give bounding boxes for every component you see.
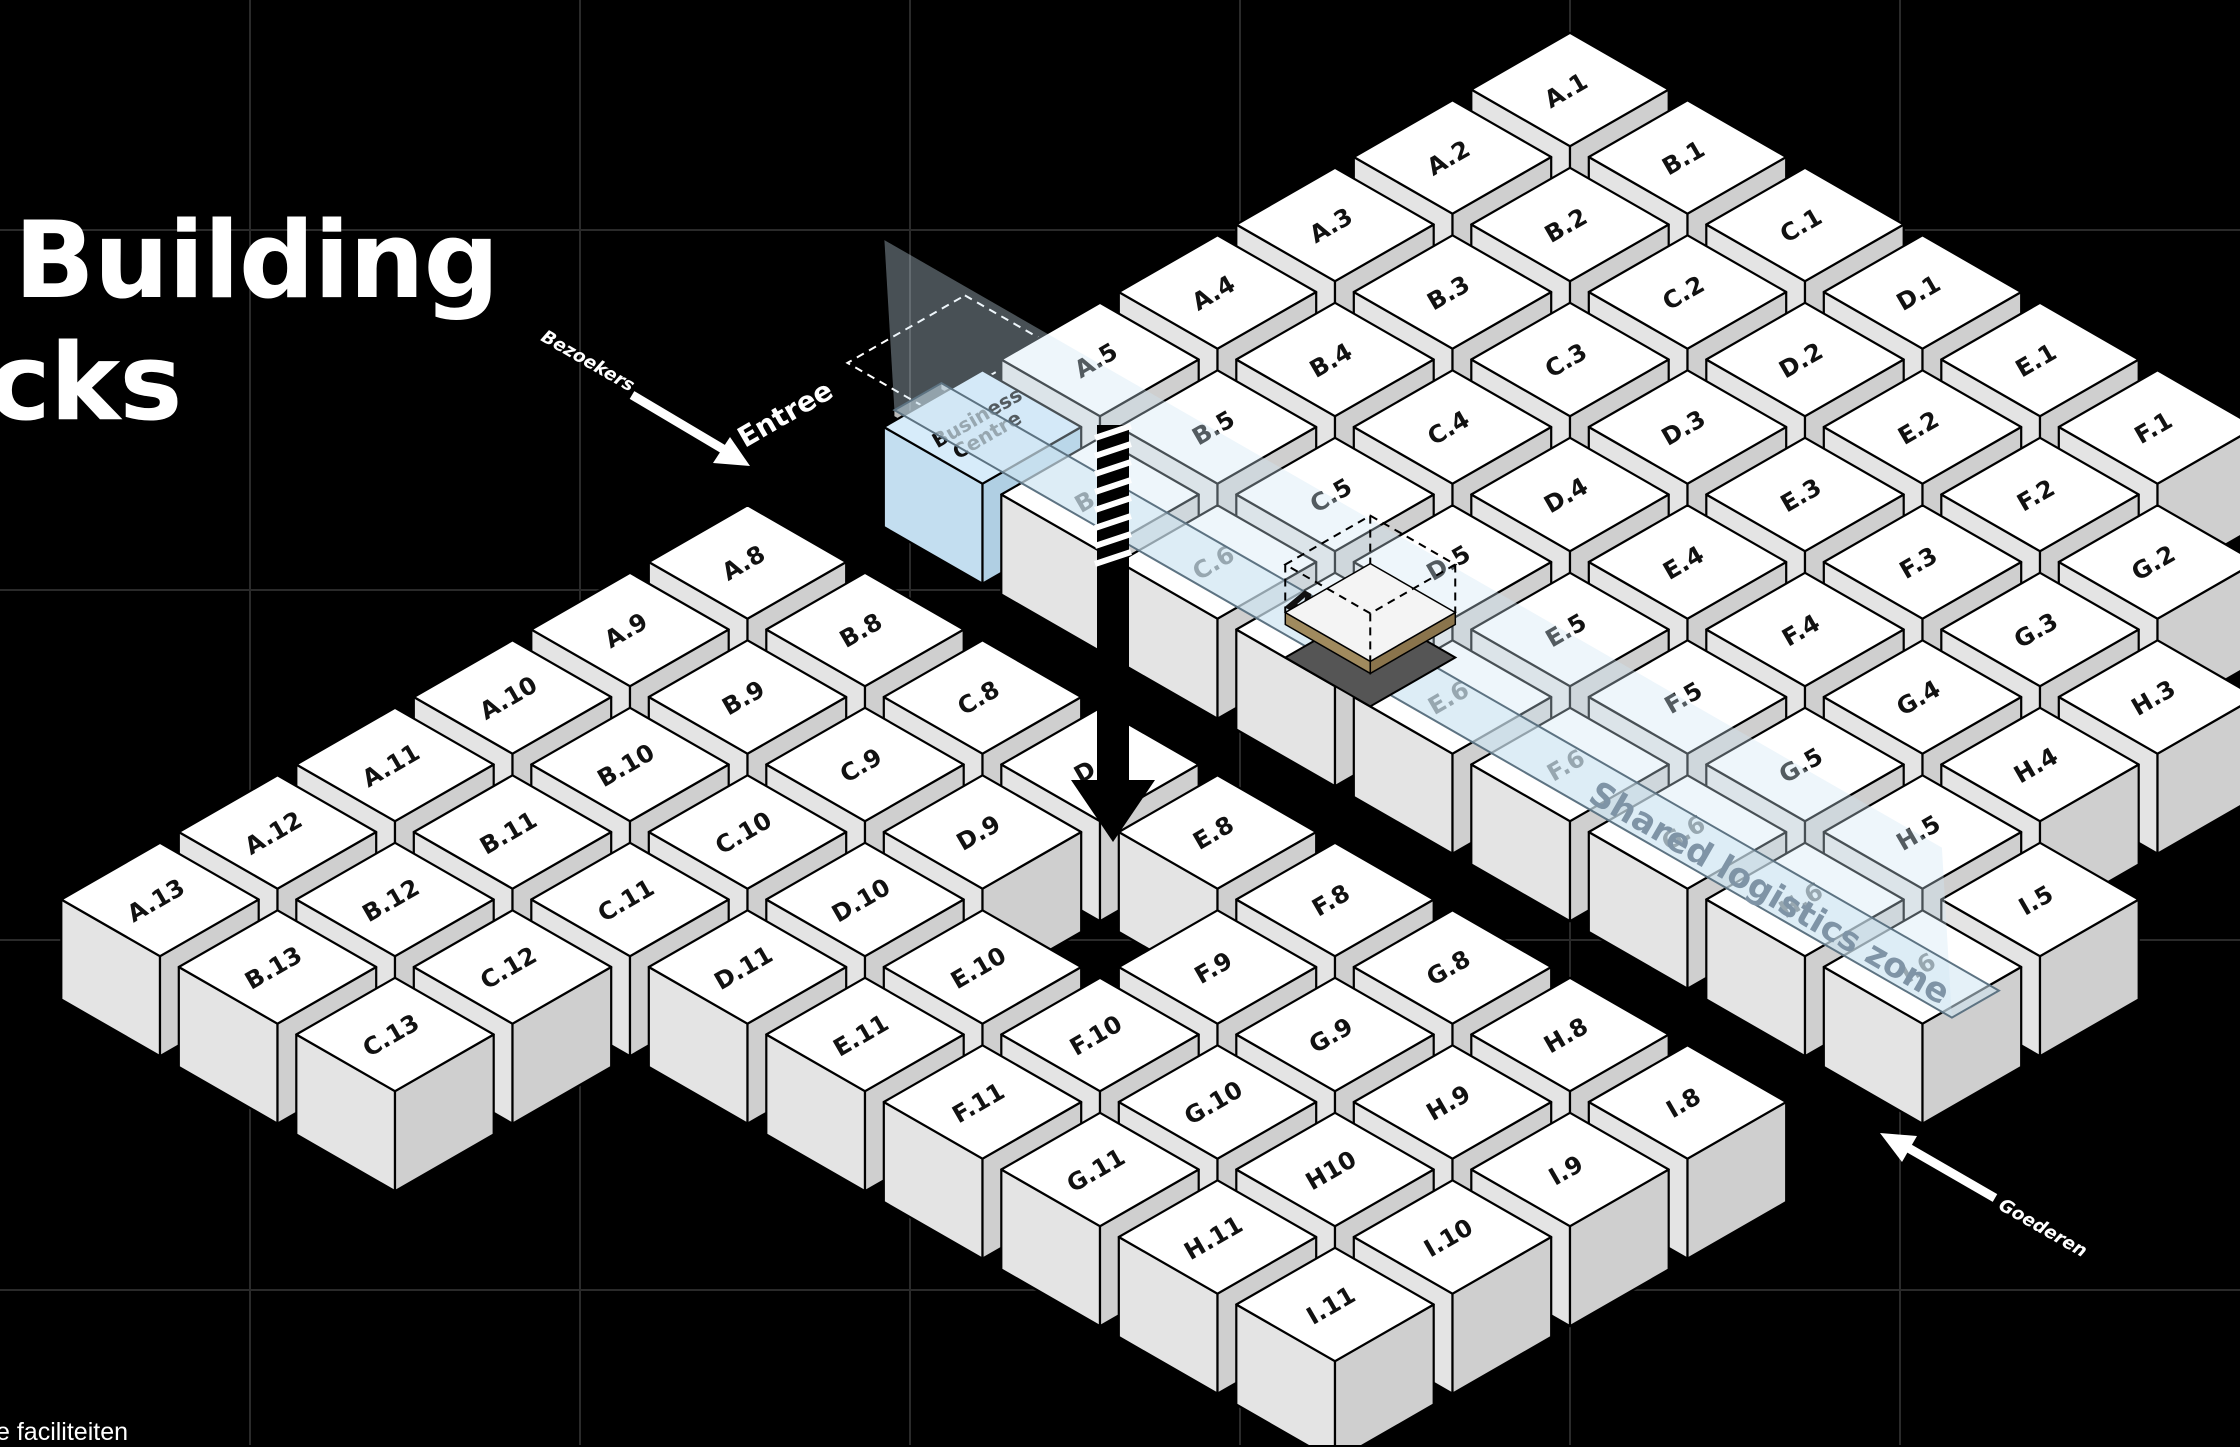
entrance-label: Entree [732, 373, 839, 454]
page-title-line-1: Building [14, 208, 498, 314]
insert-arrow-shaft [1097, 425, 1129, 785]
footnote-text: e faciliteiten [0, 1418, 128, 1447]
visitors-label: Bezoekers [537, 326, 638, 396]
visitors-arrow-shaft [632, 395, 728, 452]
goods-label: Goederen [1995, 1195, 2091, 1262]
goods-arrow-shaft [1905, 1146, 1995, 1198]
page-title-line-2: cks [0, 330, 181, 436]
